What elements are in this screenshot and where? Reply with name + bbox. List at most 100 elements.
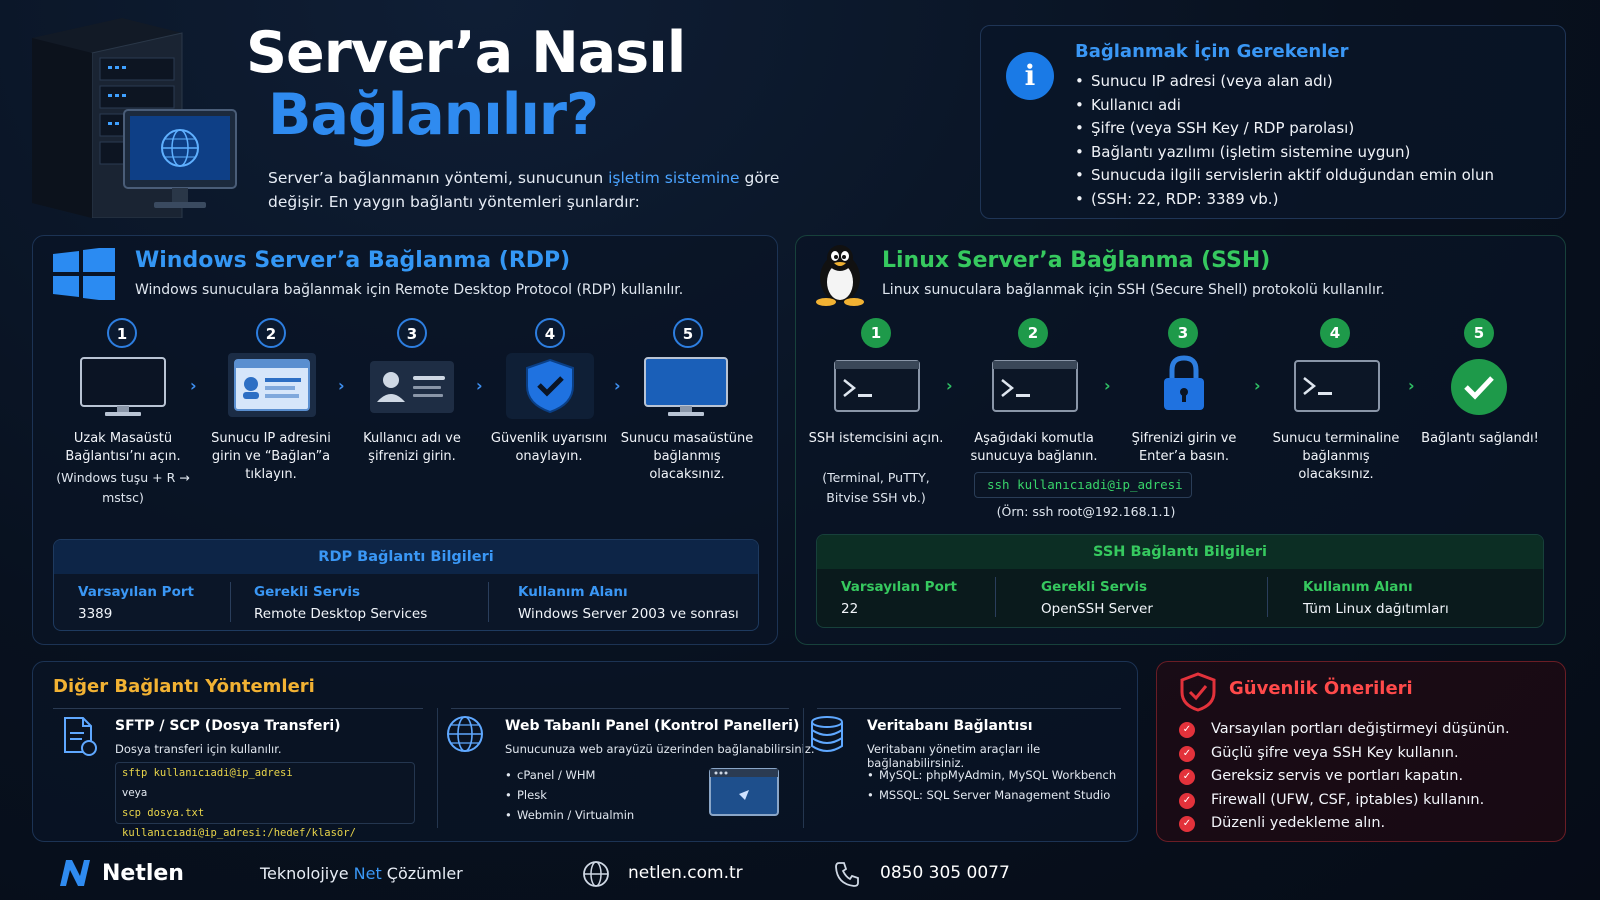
- info-value: Windows Server 2003 ve sonrası: [518, 606, 739, 622]
- list-item: ✓Gereksiz servis ve portları kapatın.: [1179, 765, 1510, 789]
- divider: [995, 577, 996, 617]
- remote-desktop-icon: [644, 357, 728, 416]
- windows-logo-icon: [53, 248, 115, 300]
- chevron-right-icon: ›: [1254, 376, 1261, 395]
- list-item: MSSQL: SQL Server Management Studio: [867, 785, 1116, 805]
- step-number: 5: [1464, 318, 1494, 348]
- list-item-label: Gereksiz servis ve portları kapatın.: [1211, 768, 1464, 784]
- file-transfer-icon: [64, 717, 97, 756]
- phone-icon: [835, 862, 859, 887]
- db-title: Veritabanı Bağlantısı: [867, 718, 1033, 734]
- list-item-label: Varsayılan portları değiştirmeyi düşünün…: [1211, 721, 1510, 737]
- list-item: Bağlantı yazılımı (işletim sistemine uyg…: [1075, 141, 1494, 165]
- step-number: 3: [397, 318, 427, 348]
- step-number: 4: [535, 318, 565, 348]
- divider: [230, 582, 231, 622]
- info-icon: i: [1006, 52, 1054, 100]
- other-methods-panel: Diğer Bağlantı Yöntemleri SFTP / SCP (Do…: [32, 661, 1138, 842]
- slogan-part-2: Çözümler: [381, 864, 463, 883]
- monitor-icon: [80, 357, 166, 416]
- rdp-info-box: RDP Bağlantı Bilgileri Varsayılan Port 3…: [53, 539, 759, 631]
- list-item: ✓Firewall (UFW, CSF, iptables) kullanın.: [1179, 789, 1510, 813]
- divider: [451, 708, 789, 709]
- info-label: Kullanım Alanı: [518, 584, 628, 600]
- database-icon: [811, 716, 843, 752]
- security-list: ✓ Varsayılan portları değiştirmeyi düşünü…: [1179, 718, 1510, 836]
- divider: [488, 582, 489, 622]
- list-item: ✓Düzenli yedekleme alın.: [1179, 812, 1510, 836]
- phone-number[interactable]: 0850 305 0077: [880, 863, 1010, 883]
- windows-rdp-panel: Windows Server’a Bağlanma (RDP) Windows …: [32, 235, 778, 645]
- ssh-info-box: SSH Bağlantı Bilgileri Varsayılan Port 2…: [816, 534, 1544, 628]
- shield-check-icon: [506, 353, 594, 419]
- ssh-example: (Örn: ssh root@192.168.1.1): [996, 504, 1176, 519]
- step-text: Aşağıdaki komutla sunucuya bağlanın.: [970, 431, 1098, 464]
- ssh-command[interactable]: ssh kullanıcıadi@ip_adresi: [974, 472, 1192, 498]
- step-text: Şifrenizi girin ve Enter’a basın.: [1131, 431, 1237, 464]
- sftp-command-box: sftp kullanıcıadi@ip_adresi veya scp dos…: [115, 762, 415, 839]
- globe-icon: [583, 861, 609, 887]
- divider: [53, 708, 423, 709]
- sftp-or: veya: [122, 787, 148, 799]
- step-text: Güvenlik uyarısını onaylayın.: [490, 431, 608, 464]
- step-note: (Terminal, PuTTY, Bitvise SSH vb.): [822, 470, 930, 505]
- chevron-right-icon: ›: [1408, 376, 1415, 395]
- check-icon: ✓: [1179, 792, 1195, 809]
- info-label: Gerekli Servis: [1041, 579, 1147, 595]
- divider: [803, 708, 804, 828]
- security-panel: Güvenlik Önerileri ✓ Varsayılan portları …: [1156, 661, 1566, 842]
- linux-title: Linux Server’a Bağlanma (SSH): [882, 248, 1271, 273]
- step-text: Uzak Masaüstü Bağlantısı’nı açın.: [65, 431, 181, 464]
- padlock-icon: [1164, 355, 1204, 410]
- list-item: Sunucuda ilgili servislerin aktif olduğu…: [1075, 164, 1494, 188]
- windows-title: Windows Server’a Bağlanma (RDP): [135, 248, 571, 273]
- divider: [817, 708, 1121, 709]
- shield-check-icon: [1180, 672, 1216, 712]
- login-form-icon: [228, 353, 316, 417]
- info-label: Gerekli Servis: [254, 584, 360, 600]
- info-value: Tüm Linux dağıtımları: [1303, 601, 1449, 617]
- info-column: Gerekli Servis Remote Desktop Services: [254, 574, 427, 630]
- check-circle-icon: [1451, 359, 1507, 415]
- brand-name: Netlen: [102, 861, 184, 886]
- slogan-highlight: Net: [353, 864, 382, 883]
- info-column: Kullanım Alanı Tüm Linux dağıtımları: [1303, 569, 1449, 625]
- info-value: 3389: [78, 606, 113, 622]
- scp-command[interactable]: scp dosya.txt kullanıcıadi@ip_adresi:/he…: [122, 807, 356, 839]
- step-number: 5: [673, 318, 703, 348]
- check-icon: ✓: [1179, 722, 1195, 738]
- list-item: Plesk: [505, 785, 634, 805]
- intro-highlight: işletim sistemine: [608, 169, 740, 187]
- step-number: 2: [1018, 318, 1048, 348]
- step-text: Sunucu IP adresini girin ve “Bağlan”a tı…: [211, 431, 331, 482]
- info-value: OpenSSH Server: [1041, 601, 1153, 617]
- step-number: 3: [1168, 318, 1198, 348]
- sftp-command[interactable]: sftp kullanıcıadi@ip_adresi: [122, 767, 293, 779]
- list-item-label: Güçlü şifre veya SSH Key kullanın.: [1211, 744, 1459, 761]
- step-number: 1: [861, 318, 891, 348]
- info-label: Kullanım Alanı: [1303, 579, 1413, 595]
- list-item: Kullanıcı adi: [1075, 94, 1494, 118]
- security-title: Güvenlik Önerileri: [1229, 678, 1413, 699]
- step-note: (Windows tuşu + R → mstsc): [56, 470, 190, 505]
- info-label: Varsayılan Port: [78, 584, 194, 600]
- chevron-right-icon: ›: [476, 376, 483, 395]
- web-panel-subtitle: Sunucunuza web arayüzü üzerinden bağlana…: [505, 742, 815, 756]
- sftp-title: SFTP / SCP (Dosya Transferi): [115, 718, 341, 734]
- other-methods-title: Diğer Bağlantı Yöntemleri: [53, 676, 315, 697]
- sftp-subtitle: Dosya transferi için kullanılır.: [115, 742, 282, 756]
- list-item: cPanel / WHM: [505, 765, 634, 785]
- chevron-right-icon: ›: [1104, 376, 1111, 395]
- intro-part-2: göre değişir. En yaygın bağlantı yönteml…: [268, 169, 780, 211]
- website-link[interactable]: netlen.com.tr: [628, 863, 743, 883]
- rdp-info-title: RDP Bağlantı Bilgileri: [54, 540, 758, 574]
- info-column: Varsayılan Port 22: [841, 569, 957, 625]
- windows-subtitle: Windows sunuculara bağlanmak için Remote…: [135, 282, 684, 298]
- info-value: Remote Desktop Services: [254, 606, 428, 622]
- step-text: SSH istemcisini açın.: [808, 431, 944, 446]
- db-list: MySQL: phpMyAdmin, MySQL Workbench MSSQL…: [867, 765, 1116, 805]
- globe-icon: [447, 716, 483, 752]
- netlen-logo-icon: [60, 860, 90, 886]
- server-illustration: [32, 18, 242, 219]
- intro-part-1: Server’a bağlanmanın yöntemi, sunucunun: [268, 169, 609, 187]
